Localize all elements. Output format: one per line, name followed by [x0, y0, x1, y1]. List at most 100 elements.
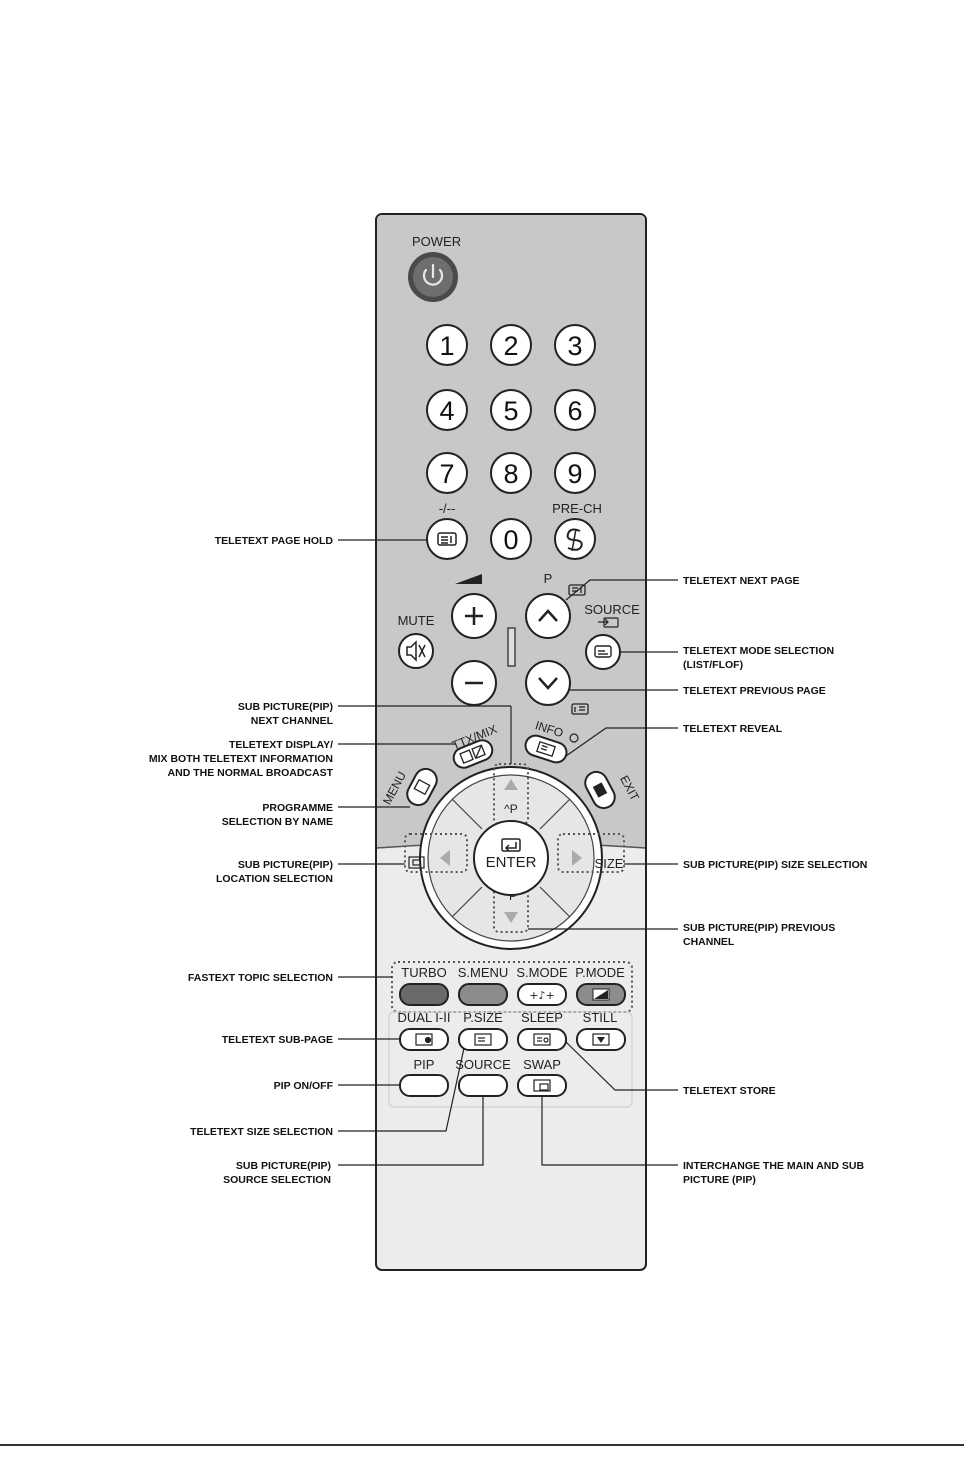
power-icon	[422, 263, 444, 286]
sleep-label: SLEEP	[521, 1010, 563, 1025]
sound-mode-icon: +♪+	[529, 989, 554, 1002]
callout-fastext: FASTEXT TOPIC SELECTION	[188, 972, 333, 984]
mute-label: MUTE	[398, 613, 435, 628]
digit-label: 6	[567, 396, 582, 426]
callout-prev-page: TELETEXT PREVIOUS PAGE	[683, 685, 826, 697]
callout-pip-location-1: SUB PICTURE(PIP)	[238, 859, 333, 871]
power-button[interactable]	[408, 252, 458, 302]
callout-pip-onoff: PIP ON/OFF	[274, 1080, 334, 1092]
exit-button[interactable]	[581, 768, 618, 812]
callout-sub-page: TELETEXT SUB-PAGE	[222, 1034, 333, 1046]
callout-pip-source-2: SOURCE SELECTION	[223, 1174, 331, 1186]
nav-up-button[interactable]: ^P	[494, 779, 528, 820]
mute-button[interactable]	[398, 633, 434, 669]
source-input-icon	[598, 617, 619, 628]
callout-mode-2: (LIST/FLOF)	[683, 659, 743, 671]
digit-button-5[interactable]: 5	[490, 389, 532, 431]
dash-label: -/--	[439, 501, 456, 516]
turbo-button[interactable]	[399, 983, 449, 1006]
nav-left-highlight	[404, 833, 468, 873]
psize-button[interactable]	[458, 1028, 508, 1051]
digit-button-2[interactable]: 2	[490, 324, 532, 366]
mute-icon	[406, 640, 426, 662]
teletext-store-icon	[533, 1033, 551, 1046]
fastext-highlight	[391, 961, 633, 1013]
ttx-mix-button[interactable]	[451, 737, 496, 771]
digit-label: 7	[439, 459, 454, 489]
still-icon	[592, 1033, 610, 1046]
psize-label: P.SIZE	[463, 1010, 503, 1025]
dash-button[interactable]	[426, 518, 468, 560]
digit-button-7[interactable]: 7	[426, 452, 468, 494]
pip-button[interactable]	[399, 1074, 449, 1097]
digit-button-8[interactable]: 8	[490, 452, 532, 494]
info-dot-icon	[569, 733, 579, 743]
enter-button[interactable]: ENTER	[473, 820, 549, 896]
p-label: P	[544, 571, 553, 586]
prech-label: PRE-CH	[552, 501, 602, 516]
picture-mode-icon	[592, 988, 610, 1001]
info-button[interactable]	[523, 733, 569, 765]
callout-pip-next-2: NEXT CHANNEL	[251, 715, 334, 727]
teletext-size-icon	[474, 1033, 492, 1046]
exit-icon	[592, 782, 608, 798]
prech-button[interactable]	[554, 518, 596, 560]
volume-up-button[interactable]	[451, 593, 497, 639]
enter-icon	[501, 838, 521, 852]
chevron-up-icon	[538, 609, 558, 622]
nav-right-button[interactable]: SIZE	[572, 850, 624, 871]
callout-pip-location-2: LOCATION SELECTION	[216, 873, 333, 885]
lower-panel	[388, 1011, 633, 1108]
arrow-down-icon	[504, 912, 518, 923]
digit-button-3[interactable]: 3	[554, 324, 596, 366]
dual-button[interactable]	[399, 1028, 449, 1051]
menu-button[interactable]	[403, 765, 440, 809]
callout-pip-prev-1: SUB PICTURE(PIP) PREVIOUS	[683, 922, 835, 934]
programme-list-icon	[413, 778, 431, 796]
channel-up-button[interactable]	[525, 593, 571, 639]
sleep-button[interactable]	[517, 1028, 567, 1051]
callout-teletext-page-hold: TELETEXT PAGE HOLD	[215, 535, 334, 547]
digit-label: 3	[567, 331, 582, 361]
digit-button-0[interactable]: 0	[490, 518, 532, 560]
sub-page-icon	[415, 1033, 433, 1046]
digit-label: 4	[439, 396, 454, 426]
teletext-hold-icon	[437, 532, 457, 546]
digit-label: 1	[439, 331, 454, 361]
volume-wedge-icon	[455, 574, 482, 584]
digit-button-6[interactable]: 6	[554, 389, 596, 431]
teletext-mode-icon	[594, 645, 612, 658]
nav-right-highlight	[557, 833, 625, 873]
digit-label: 8	[503, 459, 518, 489]
callout-ttx-display-2: MIX BOTH TELETEXT INFORMATION	[149, 753, 333, 765]
callout-next-page: TELETEXT NEXT PAGE	[683, 575, 799, 587]
arrow-right-icon	[572, 850, 582, 866]
pmode-button[interactable]	[576, 983, 626, 1006]
arrow-up-icon	[504, 779, 518, 790]
digit-button-9[interactable]: 9	[554, 452, 596, 494]
digit-label: 5	[503, 396, 518, 426]
plus-icon	[465, 607, 483, 625]
callout-pip-source-1: SUB PICTURE(PIP)	[236, 1160, 331, 1172]
digit-button-4[interactable]: 4	[426, 389, 468, 431]
smenu-button[interactable]	[458, 983, 508, 1006]
digit-button-1[interactable]: 1	[426, 324, 468, 366]
swap-icon	[533, 1079, 551, 1092]
teletext-prev-icon	[571, 703, 589, 715]
volume-down-button[interactable]	[451, 660, 497, 706]
callout-size-selection: TELETEXT SIZE SELECTION	[190, 1126, 333, 1138]
swap-label: SWAP	[523, 1057, 561, 1072]
nav-left-button[interactable]	[408, 850, 450, 869]
channel-down-button[interactable]	[525, 660, 571, 706]
pip-source-button[interactable]	[458, 1074, 508, 1097]
swap-button[interactable]	[517, 1074, 567, 1097]
callout-ttx-display-3: AND THE NORMAL BROADCAST	[168, 767, 334, 779]
still-button[interactable]	[576, 1028, 626, 1051]
source-button[interactable]	[585, 634, 621, 670]
smode-button[interactable]: +♪+	[517, 983, 567, 1006]
smenu-label: S.MENU	[458, 965, 509, 980]
pip-source-label: SOURCE	[455, 1057, 511, 1072]
callout-interchange-2: PICTURE (PIP)	[683, 1174, 756, 1186]
arrow-left-icon	[440, 850, 450, 866]
